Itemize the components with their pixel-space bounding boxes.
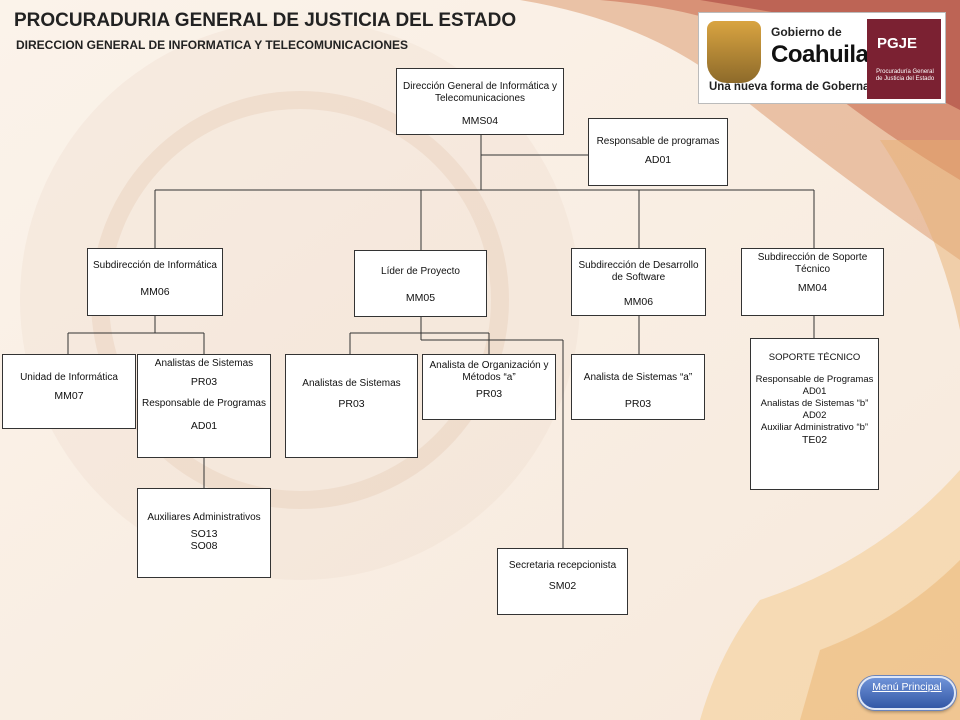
node-label-secondary: Responsable de Programas [142, 398, 266, 409]
node-secretaria-recepcionista: Secretaria recepcionista SM02 [497, 548, 628, 615]
node-label: Analista de Organización y Métodos “a” [429, 360, 549, 383]
node-code: MM05 [405, 292, 436, 304]
node-label: Líder de Proyecto [381, 266, 460, 277]
pgje-badge: PGJE Procuraduría General de Justicia de… [867, 19, 941, 99]
node-code: SO13 [190, 528, 218, 540]
node-label: SOPORTE TÉCNICO [768, 352, 861, 363]
node-analista-sistemas-a: Analista de Sistemas “a” PR03 [571, 354, 705, 420]
node-code: MM04 [797, 282, 828, 294]
node-label: Subdirección de Desarrollo de Software [578, 260, 699, 283]
node-code: PR03 [475, 388, 503, 400]
node-auxiliares-administrativos: Auxiliares Administrativos SO13 SO08 [137, 488, 271, 578]
node-code: MMS04 [461, 115, 499, 127]
node-code-secondary: AD01 [190, 420, 218, 432]
node-subdireccion-soporte: Subdirección de Soporte Técnico MM04 [741, 248, 884, 316]
logo-line1: Gobierno de [771, 25, 842, 39]
node-label: Responsable de programas [596, 136, 720, 147]
coat-of-arms-icon [707, 21, 761, 83]
node-analistas-responsable: Analistas de Sistemas PR03 Responsable d… [137, 354, 271, 458]
node-label: Auxiliares Administrativos [147, 512, 261, 523]
node-code: MM07 [54, 390, 84, 402]
node-code: PR03 [338, 398, 365, 410]
node-line: Analistas de Sistemas “b” [760, 398, 869, 409]
node-code: MM06 [140, 286, 170, 298]
node-unidad-informatica: Unidad de Informática MM07 [2, 354, 136, 429]
node-code-secondary: SO08 [190, 540, 218, 552]
node-code: MM06 [623, 296, 654, 308]
node-label: Subdirección de Soporte Técnico [757, 252, 868, 275]
node-subdireccion-desarrollo: Subdirección de Desarrollo de Software M… [571, 248, 706, 316]
node-soporte-tecnico: SOPORTE TÉCNICO Responsable de Programas… [750, 338, 879, 490]
node-label: Subdirección de Informática [93, 260, 217, 271]
node-label: Unidad de Informática [20, 372, 118, 383]
node-label: Secretaria recepcionista [508, 560, 617, 571]
node-lider-proyecto: Líder de Proyecto MM05 [354, 250, 487, 317]
node-responsable-programas: Responsable de programas AD01 [588, 118, 728, 186]
node-line: TE02 [801, 434, 828, 446]
node-code: PR03 [190, 376, 218, 388]
page-title: PROCURADURIA GENERAL DE JUSTICIA DEL EST… [14, 10, 517, 31]
government-logo: Gobierno de Coahuila Una nueva forma de … [698, 12, 946, 104]
node-line: AD01 [802, 386, 827, 397]
node-analista-organizacion: Analista de Organización y Métodos “a” P… [422, 354, 556, 420]
node-code: PR03 [624, 398, 652, 410]
node-direccion-general: Dirección General de Informática y Telec… [396, 68, 564, 135]
node-label: Analistas de Sistemas [302, 378, 401, 389]
pgje-badge-subtext: Procuraduría General de Justicia del Est… [875, 69, 935, 82]
node-line: Responsable de Programas [755, 374, 874, 385]
logo-line2: Coahuila [771, 41, 869, 68]
node-analistas-sistemas: Analistas de Sistemas PR03 [285, 354, 418, 458]
node-subdireccion-informatica: Subdirección de Informática MM06 [87, 248, 223, 316]
menu-principal-button[interactable]: Menú Principal [858, 676, 956, 710]
node-label: Analistas de Sistemas [154, 358, 254, 369]
node-label: Dirección General de Informática y Telec… [403, 81, 557, 104]
page-subtitle: DIRECCION GENERAL DE INFORMATICA Y TELEC… [16, 38, 409, 52]
node-label: Analista de Sistemas “a” [583, 372, 693, 383]
node-line: Auxiliar Administrativo “b” [760, 422, 869, 433]
node-code: AD01 [644, 154, 672, 166]
node-code: SM02 [548, 580, 577, 592]
pgje-badge-text: PGJE [877, 35, 918, 52]
node-line: AD02 [802, 410, 827, 421]
logo-slogan: Una nueva forma de Gobernar [709, 81, 874, 93]
